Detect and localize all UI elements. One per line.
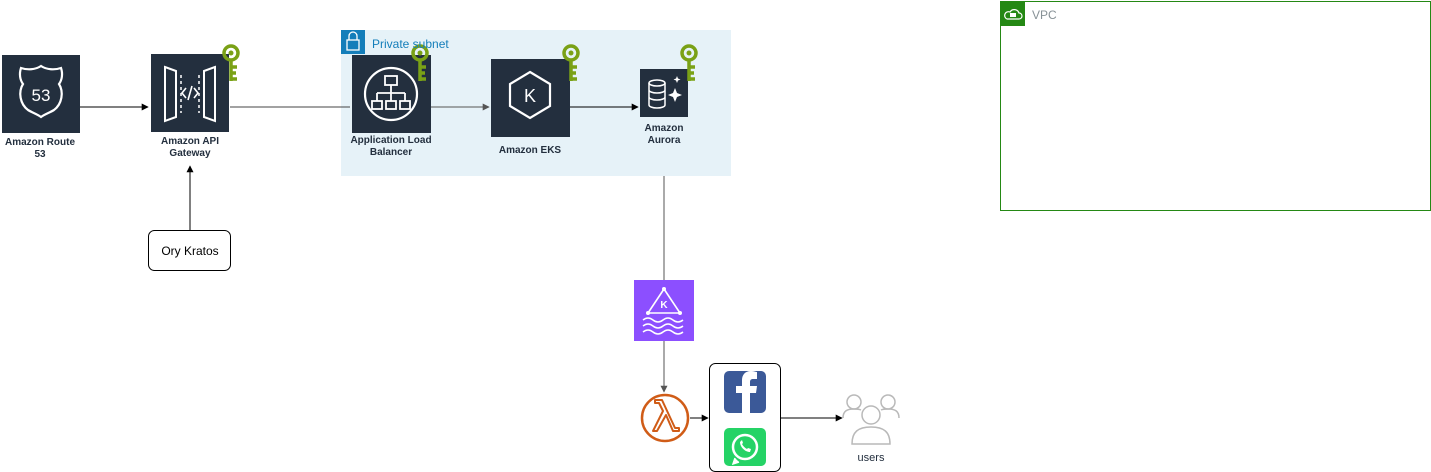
lock-icon [346, 31, 360, 51]
whatsapp-icon [724, 428, 766, 466]
users-label: users [857, 452, 885, 464]
eks-label: Amazon EKS [498, 145, 562, 156]
route53-icon-text: 53 [32, 86, 51, 105]
api-gateway-label: Amazon API Gateway [161, 136, 219, 159]
aurora-icon [640, 69, 688, 117]
vpc-title: VPC [1032, 8, 1057, 22]
subnet-title: Private subnet [372, 37, 449, 51]
eks-icon-text: K [524, 86, 536, 106]
ory-kratos-label: Ory Kratos [161, 244, 219, 258]
load-balancer-icon [352, 55, 431, 133]
cloud-lock-icon [1004, 9, 1023, 20]
msk-icon [634, 280, 694, 341]
alb-label: Application Load Balancer [350, 135, 432, 158]
msk-icon-text: K [660, 300, 668, 311]
api-gateway-icon [151, 54, 229, 132]
ory-kratos-box [148, 230, 231, 271]
facebook-icon [724, 371, 766, 413]
route53-label: Amazon Route 53 [5, 137, 75, 160]
eks-icon [491, 59, 570, 137]
route53-icon [2, 55, 80, 133]
lambda-icon [640, 393, 690, 443]
vpc-group [1000, 1, 1431, 211]
aurora-label: Amazon Aurora [644, 123, 684, 146]
users-icon [842, 394, 900, 445]
connections [80, 103, 843, 422]
